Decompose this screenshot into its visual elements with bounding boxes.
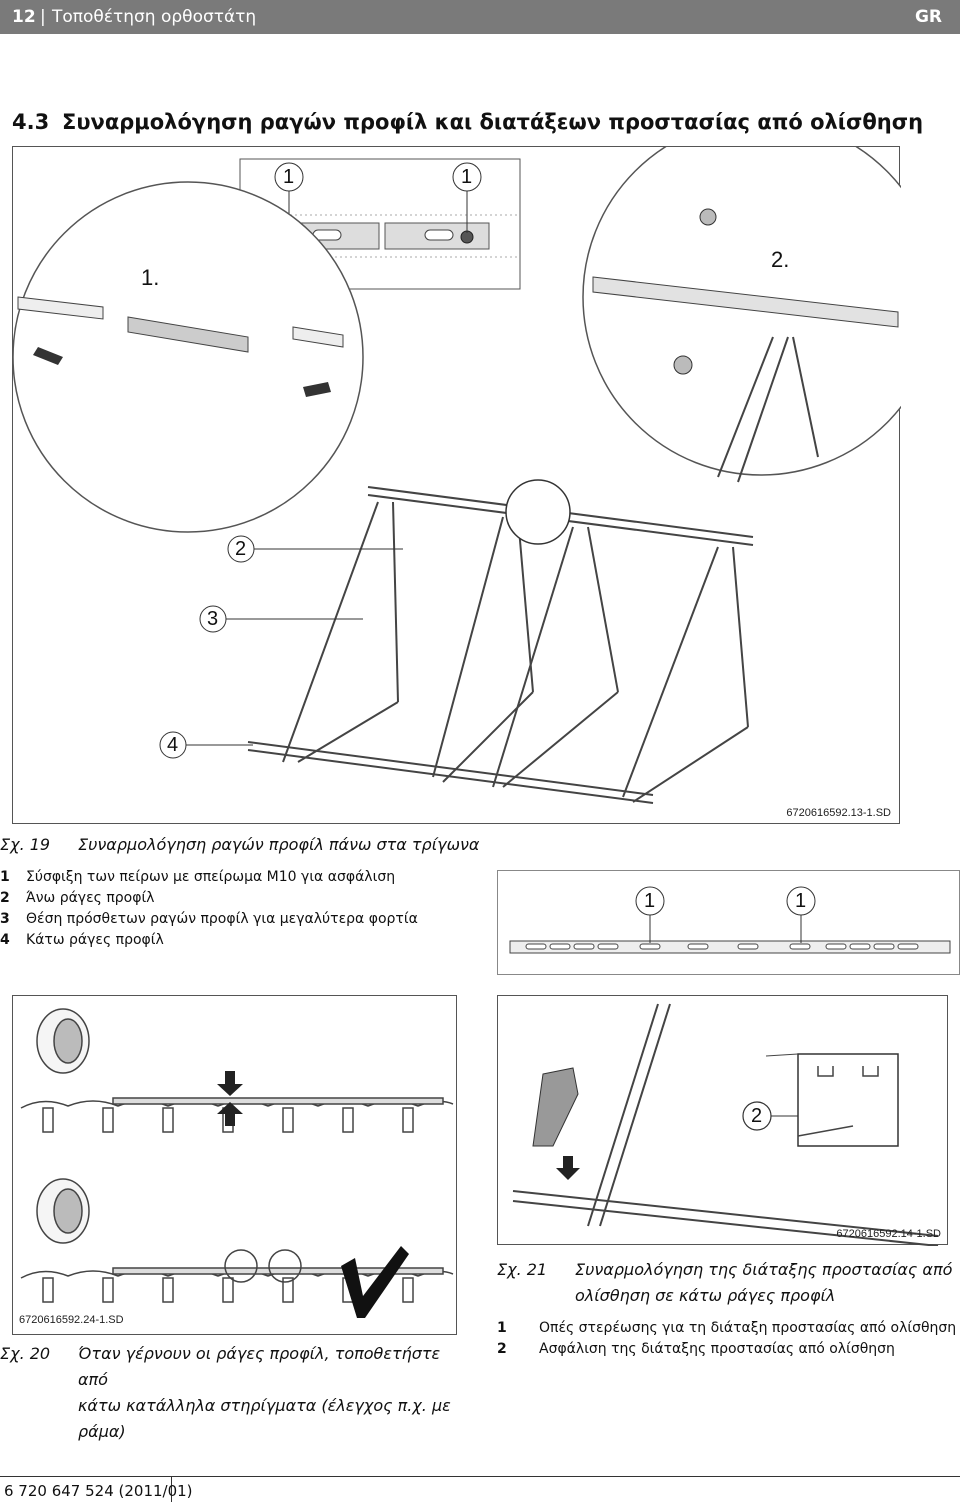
footer-rule xyxy=(0,1476,960,1477)
figure-20-caption: Σχ. 20 Όταν γέρνουν οι ράγες προφίλ, τοπ… xyxy=(0,1341,470,1445)
arrow-down-icon xyxy=(217,1071,243,1096)
figure-19: 1 1 2 3 4 1. 2. 6720616592.13-1.SD xyxy=(12,146,901,824)
figure-20-caption-line: ράμα) xyxy=(78,1422,126,1441)
detail-circle-right xyxy=(582,147,901,483)
figure-21-caption: Σχ. 21 Συναρμολόγηση της διάταξης προστα… xyxy=(497,1257,957,1309)
figure-20-code: 6720616592.24-1.SD xyxy=(19,1314,124,1326)
figure-20-drawing xyxy=(20,1008,454,1318)
figure-20-caption-line: κάτω κατάλληλα στηρίγματα (έλεγχος π.χ. … xyxy=(78,1396,451,1415)
step-label-1: 1. xyxy=(141,265,160,290)
rack-assembly xyxy=(247,479,754,804)
header-separator: | xyxy=(40,7,46,27)
section-title: Συναρμολόγηση ραγών προφίλ και διατάξεων… xyxy=(62,110,924,134)
callout-2: 2 xyxy=(751,1105,763,1127)
page-header: 12 | Τοποθέτηση ορθοστάτη GR xyxy=(0,0,960,34)
callout-4: 4 xyxy=(167,734,179,756)
callout-2: 2 xyxy=(235,538,247,560)
page-number: 12 xyxy=(12,7,36,27)
step-label-2: 2. xyxy=(771,247,790,272)
figure-21-caption-line: Συναρμολόγηση της διάταξης προστασίας απ… xyxy=(575,1260,953,1279)
rail-detail: 1 1 xyxy=(497,870,960,975)
figure-21: 2 6720616592.14-1.SD xyxy=(497,995,948,1246)
rail-detail-drawing xyxy=(509,886,951,954)
figure-20: 6720616592.24-1.SD xyxy=(12,995,457,1335)
arrow-down-icon xyxy=(556,1156,580,1180)
rail-callout-1-left: 1 xyxy=(644,890,656,912)
figure-20-number: Σχ. 20 xyxy=(0,1344,51,1363)
figure-21-number: Σχ. 21 xyxy=(497,1260,548,1279)
figure-19-drawing xyxy=(13,147,901,804)
figure-19-caption: Σχ. 19 Συναρμολόγηση ραγών προφίλ πάνω στ… xyxy=(0,832,479,858)
callout-3: 3 xyxy=(207,608,219,630)
figure-21-code: 6720616592.14-1.SD xyxy=(836,1228,941,1240)
language-code: GR xyxy=(914,7,942,27)
detail-circle-left xyxy=(13,181,364,533)
section-heading: 4.3 Συναρμολόγηση ραγών προφίλ και διατάξ… xyxy=(12,110,923,134)
checkmark-icon xyxy=(341,1246,409,1318)
callout-1-right: 1 xyxy=(461,166,473,188)
figure-19-callouts xyxy=(159,535,403,759)
roof-bottom xyxy=(20,1178,454,1303)
callout-1-left: 1 xyxy=(283,166,295,188)
figure-21-caption-line: ολίσθηση σε κάτω ράγες προφίλ xyxy=(575,1286,836,1305)
slide-guard xyxy=(532,1067,579,1147)
figure-19-code: 6720616592.13-1.SD xyxy=(786,807,891,819)
section-number: 4.3 xyxy=(12,110,50,134)
figure-20-caption-line: Όταν γέρνουν οι ράγες προφίλ, τοποθετήστ… xyxy=(78,1344,441,1389)
figure-19-number: Σχ. 19 xyxy=(0,835,51,854)
figure-19-title: Συναρμολόγηση ραγών προφίλ πάνω στα τρίγ… xyxy=(78,835,480,854)
roof-top xyxy=(20,1008,454,1133)
chapter-title: Τοποθέτηση ορθοστάτη xyxy=(52,7,257,27)
figure-21-drawing xyxy=(512,1003,939,1246)
arrow-up-icon xyxy=(217,1102,243,1126)
rail-callout-1-right: 1 xyxy=(795,890,807,912)
footer-divider xyxy=(171,1476,172,1502)
document-code: 6 720 647 524 (2011/01) xyxy=(4,1482,193,1500)
